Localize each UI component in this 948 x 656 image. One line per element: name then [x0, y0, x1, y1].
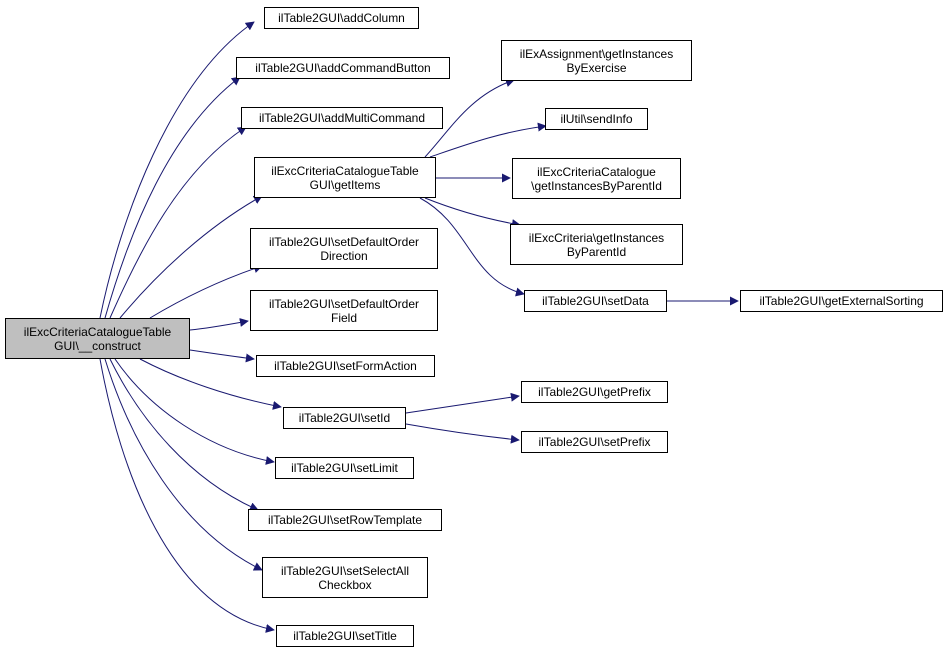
node-label-line: Checkbox	[318, 577, 372, 592]
node-get-instances-by-exercise[interactable]: ilExAssignment\getInstances ByExercise	[501, 40, 692, 81]
node-catalogue-get-instances-by-parent-id[interactable]: ilExcCriteriaCatalogue \getInstancesByPa…	[512, 158, 681, 199]
node-get-items[interactable]: ilExcCriteriaCatalogueTable GUI\getItems	[254, 157, 436, 198]
node-label: ilTable2GUI\setLimit	[291, 461, 398, 475]
node-label-line: ilTable2GUI\setDefaultOrder	[268, 234, 420, 249]
node-label-line: ilTable2GUI\setDefaultOrder	[268, 296, 420, 311]
node-label-line: ilTable2GUI\setSelectAll	[280, 563, 410, 578]
node-label: ilTable2GUI\addMultiCommand	[258, 111, 426, 125]
node-label: ilTable2GUI\getPrefix	[538, 385, 651, 399]
node-get-external-sorting[interactable]: ilTable2GUI\getExternalSorting	[740, 290, 943, 312]
call-edge-getItems-to-getInstancesByExercise	[424, 78, 515, 158]
node-label: ilUtil\sendInfo	[560, 112, 633, 126]
call-edge-setId-to-setPrefix	[405, 423, 520, 444]
node-label-line: Direction	[320, 248, 368, 263]
call-edge-root-to-addCommandButton	[104, 76, 241, 319]
node-set-id[interactable]: ilTable2GUI\setId	[283, 407, 406, 429]
node-label-line: ilExcCriteriaCatalogueTable	[271, 163, 419, 178]
node-root-construct: ilExcCriteriaCatalogueTable GUI\__constr…	[5, 318, 190, 359]
call-edge-root-to-setId	[139, 358, 282, 410]
node-label: ilTable2GUI\setFormAction	[274, 359, 417, 373]
node-get-prefix[interactable]: ilTable2GUI\getPrefix	[521, 381, 668, 403]
call-edge-root-to-setDefaultOrderDirection	[149, 264, 263, 319]
node-label: ilTable2GUI\setId	[298, 411, 391, 425]
node-set-prefix[interactable]: ilTable2GUI\setPrefix	[521, 431, 668, 453]
call-edge-getItems-to-criteriaGetInstancesByParentId	[424, 197, 521, 229]
node-label: ilTable2GUI\setRowTemplate	[267, 513, 423, 527]
node-label-line: ilExcCriteriaCatalogue	[537, 164, 656, 179]
node-set-limit[interactable]: ilTable2GUI\setLimit	[275, 457, 414, 479]
call-edge-root-to-setFormAction	[189, 349, 255, 363]
node-set-default-order-direction[interactable]: ilTable2GUI\setDefaultOrder Direction	[250, 228, 438, 269]
node-label-line: ByParentId	[566, 244, 627, 259]
node-label-line: GUI\getItems	[309, 177, 381, 192]
node-label-line: ByExercise	[566, 60, 627, 75]
node-label-line: ilExcCriteriaCatalogueTable	[23, 324, 172, 339]
node-set-select-all-checkbox[interactable]: ilTable2GUI\setSelectAll Checkbox	[262, 557, 428, 598]
call-edge-getItems-to-sendInfo	[429, 122, 547, 158]
call-edge-root-to-addColumn	[99, 21, 255, 319]
node-add-command-button[interactable]: ilTable2GUI\addCommandButton	[236, 57, 450, 79]
node-label-line: ilExAssignment\getInstances	[519, 46, 674, 61]
call-edge-root-to-setSelectAllCheckbox	[104, 358, 263, 571]
call-edge-root-to-setRowTemplate	[109, 358, 259, 511]
node-label: ilTable2GUI\addCommandButton	[255, 61, 431, 75]
node-add-column[interactable]: ilTable2GUI\addColumn	[264, 7, 419, 29]
node-label: ilTable2GUI\setData	[542, 294, 649, 308]
call-edge-root-to-setDefaultOrderField	[189, 318, 249, 331]
call-edge-root-to-addMultiCommand	[109, 126, 247, 319]
node-label: ilTable2GUI\getExternalSorting	[759, 294, 924, 308]
node-criteria-get-instances-by-parent-id[interactable]: ilExcCriteria\getInstances ByParentId	[510, 224, 683, 265]
node-label-line: Field	[330, 310, 357, 325]
node-set-data[interactable]: ilTable2GUI\setData	[524, 290, 667, 312]
node-add-multi-command[interactable]: ilTable2GUI\addMultiCommand	[241, 107, 443, 129]
node-label: ilTable2GUI\setTitle	[293, 629, 397, 643]
node-label-line: \getInstancesByParentId	[531, 178, 662, 193]
call-edge-setId-to-getPrefix	[405, 392, 520, 414]
call-edge-root-to-getItems	[119, 195, 263, 319]
node-set-title[interactable]: ilTable2GUI\setTitle	[276, 625, 414, 647]
call-edge-root-to-setLimit	[114, 358, 275, 465]
node-label-line: GUI\__construct	[54, 338, 141, 353]
node-set-default-order-field[interactable]: ilTable2GUI\setDefaultOrder Field	[250, 290, 438, 331]
node-set-form-action[interactable]: ilTable2GUI\setFormAction	[256, 355, 435, 377]
node-label: ilTable2GUI\setPrefix	[538, 435, 651, 449]
call-edge-root-to-setTitle	[99, 358, 275, 633]
node-send-info[interactable]: ilUtil\sendInfo	[545, 108, 648, 130]
node-label: ilTable2GUI\addColumn	[278, 11, 405, 25]
call-edge-getItems-to-setData	[419, 197, 525, 297]
node-label-line: ilExcCriteria\getInstances	[528, 230, 665, 245]
node-set-row-template[interactable]: ilTable2GUI\setRowTemplate	[248, 509, 442, 531]
